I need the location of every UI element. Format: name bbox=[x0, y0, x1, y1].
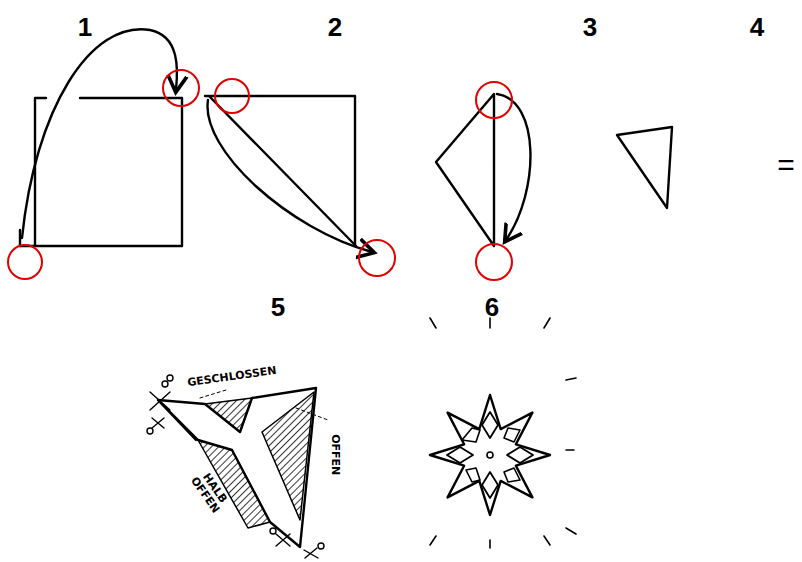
step-number: 5 bbox=[271, 294, 285, 321]
step4-triangle bbox=[617, 127, 672, 208]
step5-cut-triangle bbox=[147, 375, 328, 558]
snowflake bbox=[430, 318, 576, 548]
cut-note: OFFEN bbox=[330, 434, 342, 475]
step-number: 1 bbox=[78, 14, 92, 41]
equals-sign: = bbox=[777, 149, 795, 181]
step-number: 2 bbox=[328, 14, 342, 41]
step3-triangle bbox=[436, 94, 530, 246]
step-number: 4 bbox=[750, 14, 764, 41]
highlight-circles bbox=[8, 70, 512, 280]
step-number: 6 bbox=[485, 294, 499, 321]
step2-sheet bbox=[205, 96, 372, 252]
step1-sheet bbox=[20, 29, 182, 246]
step-number: 3 bbox=[583, 14, 597, 41]
cut-note: GESCHLOSSEN bbox=[187, 365, 278, 389]
